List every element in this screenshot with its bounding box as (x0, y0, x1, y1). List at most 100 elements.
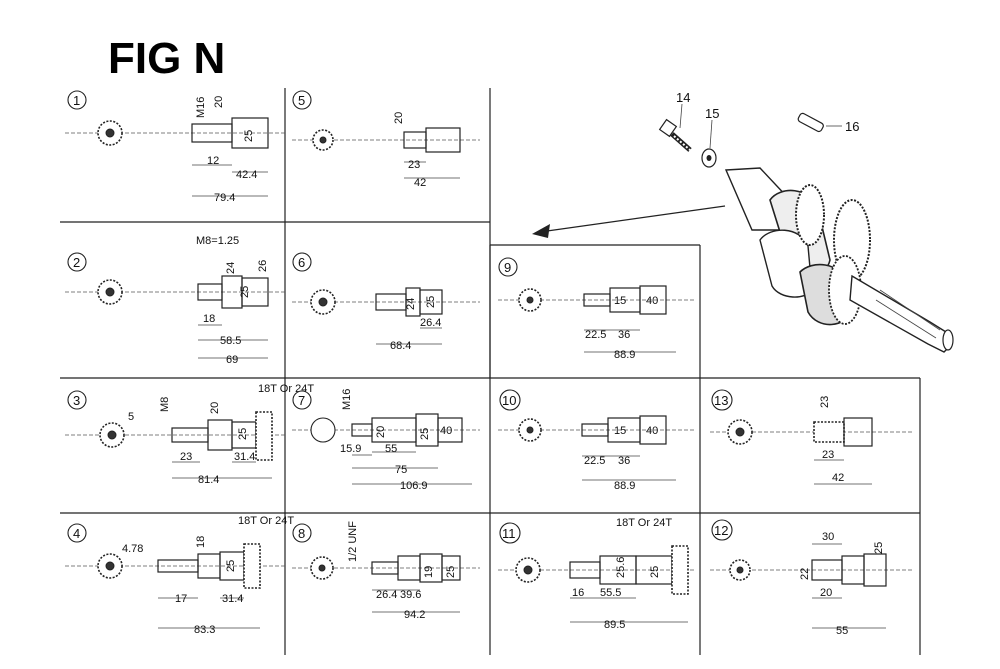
panel-6: 6 24 25 26.4 68.4 (292, 252, 480, 352)
dim-label: 42 (832, 472, 844, 484)
dim-label: 26 (257, 260, 269, 272)
panel-number: 3 (73, 393, 80, 408)
dim-label: 26.4 (420, 317, 441, 329)
dim-label: 106.9 (400, 480, 428, 492)
dim-label: 58.5 (220, 335, 241, 347)
callout-label: 15 (705, 106, 719, 121)
dim-label: 20 (375, 426, 387, 438)
dim-label: 20 (393, 112, 405, 124)
dim-label: 25 (237, 428, 249, 440)
panel-number: 13 (714, 393, 728, 408)
panel-8: 8 1/2 UNF 19 25 26.4 39.6 94.2 (292, 521, 480, 621)
dim-label: 55 (836, 625, 848, 637)
dim-label: 25 (419, 428, 431, 440)
dim-label: 39.6 (400, 589, 421, 601)
dim-label: 25 (225, 560, 237, 572)
dim-label: 22.5 (584, 455, 605, 467)
dim-label: M8=1.25 (196, 235, 239, 247)
dim-label: 68.4 (390, 340, 411, 352)
dim-label: 23 (822, 449, 834, 461)
panel-number: 1 (73, 93, 80, 108)
key-icon (797, 112, 824, 133)
dim-label: 25 (239, 286, 251, 298)
dim-label: M8 (159, 397, 171, 412)
dim-label: 19 (423, 566, 435, 578)
dim-label: 83.3 (194, 624, 215, 636)
dim-label: 25 (649, 566, 661, 578)
dim-label: 88.9 (614, 480, 635, 492)
arrow-icon (532, 224, 550, 238)
panel-number: 9 (504, 260, 511, 275)
dim-label: 12 (207, 155, 219, 167)
dim-label: 81.4 (198, 474, 219, 486)
dim-label: 15.9 (340, 443, 361, 455)
panel-number: 4 (73, 526, 80, 541)
dim-label: 25 (873, 542, 885, 554)
panel-number: 10 (502, 393, 516, 408)
dim-label: 40 (646, 425, 658, 437)
dim-label: 15 (614, 295, 626, 307)
panel-number: 2 (73, 255, 80, 270)
dim-label: 16 (572, 587, 584, 599)
dim-label: 25 (445, 566, 457, 578)
panel-number: 12 (714, 523, 728, 538)
dim-label: M16 (195, 97, 207, 118)
dim-label: 25 (425, 296, 437, 308)
dim-label: 25 (243, 130, 255, 142)
dim-label: 55 (385, 443, 397, 455)
dim-label: 24 (225, 262, 237, 274)
dim-label: 69 (226, 354, 238, 366)
callout-label: 14 (676, 90, 690, 105)
figure-title: FIG N (108, 34, 226, 83)
panel-9: 9 15 40 22.5 36 88.9 (498, 257, 695, 361)
dim-label: 20 (209, 402, 221, 414)
dim-label: 25.6 (615, 557, 627, 578)
dim-label: 23 (408, 159, 420, 171)
dim-label: 18 (203, 313, 215, 325)
dim-label: 20 (213, 96, 225, 108)
dim-label: 88.9 (614, 349, 635, 361)
dim-label: 40 (646, 295, 658, 307)
dim-label: 20 (820, 587, 832, 599)
gear-note: 18T Or 24T (238, 515, 294, 527)
dim-label: 31.4 (234, 451, 255, 463)
dim-label: 24 (405, 298, 417, 310)
panel-1: 1 M16 20 25 12 42.4 79.4 (65, 90, 285, 204)
dim-label: 94.2 (404, 609, 425, 621)
dim-label: 30 (822, 531, 834, 543)
dim-label: 15 (614, 425, 626, 437)
dim-label: 5 (128, 411, 134, 423)
panel-number-circle (67, 90, 87, 110)
bolt-icon (658, 118, 692, 152)
dim-label: 55.5 (600, 587, 621, 599)
panel-number: 8 (298, 526, 305, 541)
dim-label: 18 (195, 536, 207, 548)
dim-label: 23 (180, 451, 192, 463)
panel-number: 11 (502, 526, 516, 541)
dim-label: 36 (618, 329, 630, 341)
dim-label: 89.5 (604, 619, 625, 631)
crankshaft-illustration: 14 15 16 (532, 90, 954, 353)
panel-5: 5 20 23 42 (292, 90, 480, 189)
dim-label: 4.78 (122, 543, 143, 555)
dim-label: 36 (618, 455, 630, 467)
dim-label: 75 (395, 464, 407, 476)
dim-label: 79.4 (214, 192, 235, 204)
panel-2: 2 M8=1.25 24 26 25 18 58.5 69 (65, 235, 285, 366)
dim-label: 17 (175, 593, 187, 605)
dim-label: 26.4 (376, 589, 397, 601)
gear-note: 18T Or 24T (616, 517, 672, 529)
dim-label: 40 (440, 425, 452, 437)
panel-number: 5 (298, 93, 305, 108)
panel-12: 12 30 25 22 20 55 (710, 519, 912, 637)
dim-label: 31.4 (222, 593, 243, 605)
panel-13: 13 23 23 42 (710, 389, 912, 485)
panel-number: 6 (298, 255, 305, 270)
dim-label: 1/2 UNF (347, 521, 359, 562)
panel-10: 10 15 40 22.5 36 88.9 (498, 389, 695, 492)
panel-7: 7 M16 20 25 40 15.9 55 75 106.9 (292, 389, 480, 492)
dim-label: 42 (414, 177, 426, 189)
grid-lines (60, 88, 921, 655)
panel-number: 7 (298, 393, 305, 408)
